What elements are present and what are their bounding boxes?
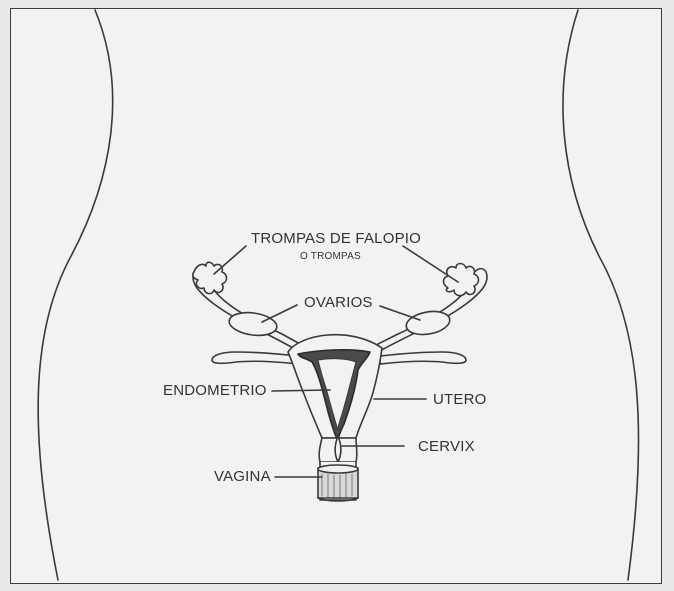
leader-trompas-right	[403, 246, 458, 282]
ovary-right	[404, 308, 451, 337]
label-vagina: VAGINA	[214, 468, 271, 485]
label-cervix: CERVIX	[418, 438, 475, 455]
leader-ovarios-left	[262, 305, 297, 322]
label-endometrio: ENDOMETRIO	[163, 382, 267, 399]
label-trompas-sub: O TROMPAS	[300, 251, 361, 262]
leader-ovarios-right	[380, 306, 420, 320]
body-outline-left	[38, 10, 113, 580]
vaginal-rim-top	[318, 465, 358, 473]
ligament-right	[380, 352, 466, 364]
cervix	[319, 438, 357, 462]
fimbria-right	[444, 264, 479, 296]
leader-endometrio	[272, 390, 330, 391]
ligament-left	[212, 352, 298, 364]
label-utero: UTERO	[433, 391, 487, 408]
label-ovarios: OVARIOS	[304, 294, 373, 311]
label-trompas: TROMPAS DE FALOPIO	[251, 230, 421, 247]
body-outline-right	[563, 10, 639, 580]
ovary-left	[228, 310, 279, 338]
leader-trompas-left	[214, 246, 246, 274]
